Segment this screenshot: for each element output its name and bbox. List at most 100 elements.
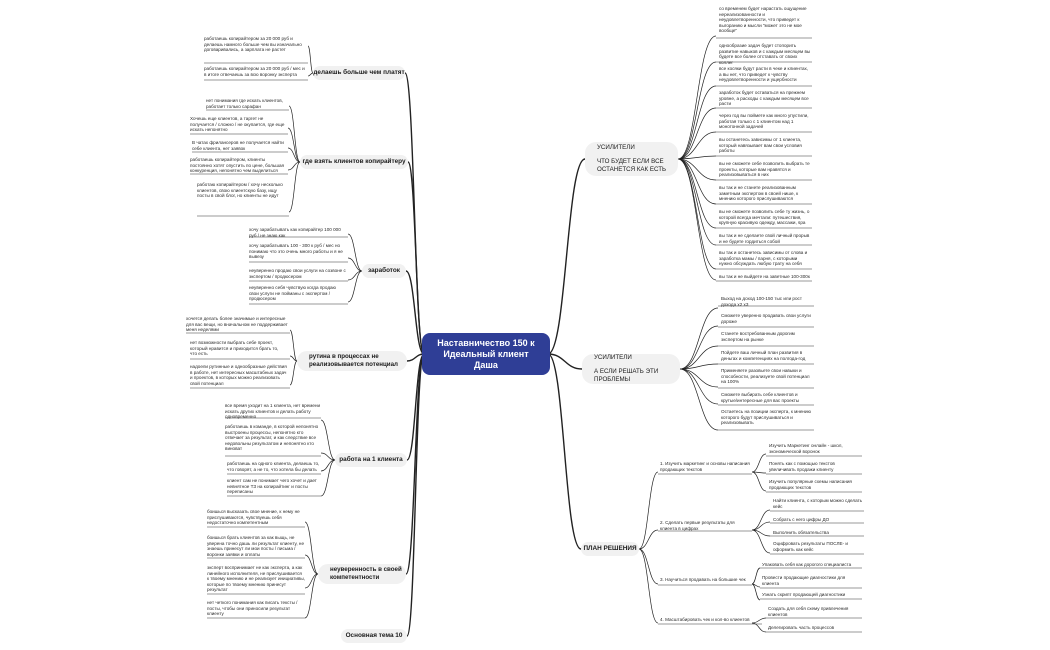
- leaf-text: однообразие задач будет стопорить развит…: [719, 43, 811, 65]
- connector-line: [405, 353, 425, 575]
- leaf-text: работаешь копирайтером, клиенты постоянн…: [190, 157, 285, 174]
- leaf-text: боишься высказать свое мнение, к нему не…: [207, 509, 300, 526]
- leaf-text: Собрать с него цифры ДО: [773, 517, 830, 522]
- connector-line: [347, 233, 363, 272]
- connector-line: [677, 131, 717, 160]
- leaf-text: Сможете уверенно продавать свои услуги д…: [721, 313, 811, 324]
- connector-line: [320, 459, 336, 497]
- branch-label-line1: УСИЛИТЕЛИ: [594, 354, 632, 361]
- connector-line: [547, 353, 582, 550]
- leaf-text: Изучить Маркетинг онлайн - школ, экономи…: [769, 443, 843, 454]
- connector-line: [751, 453, 767, 473]
- connector-line: [679, 345, 719, 370]
- connector-line: [679, 325, 719, 370]
- leaf-text: вы останетесь зависимы от 1 клиента, кот…: [719, 137, 802, 154]
- branch-find-clients[interactable]: где взять клиентов копирайтеру: [300, 155, 408, 169]
- branch-amplifiers-solve[interactable]: УСИЛИТЕЛИ А ЕСЛИ РЕШАТЬ ЭТИ ПРОБЛЕМЫ: [582, 354, 680, 384]
- connector-line: [638, 471, 659, 550]
- leaf-text: все время уходит на 1 клиента, нет време…: [225, 403, 321, 420]
- connector-line: [407, 161, 425, 355]
- connector-line: [287, 161, 301, 171]
- leaf-text: неуверенно продаю свои услуги на созвоне…: [249, 268, 346, 279]
- leaf-text: через год вы поймете как много упустили,…: [719, 113, 809, 130]
- leaf-text: нет понимания где искать клиентов, работ…: [206, 98, 283, 109]
- connector-line: [289, 355, 298, 362]
- branch-overpaid[interactable]: делаешь больше чем платят: [313, 66, 405, 80]
- leaf-text: Упаковать себя как дорогого специалиста: [762, 562, 852, 567]
- connector-line: [677, 61, 717, 160]
- connector-line: [677, 158, 717, 281]
- leaf-text: вы так и не сделаете свой личный прорыв …: [719, 233, 810, 244]
- branch-routine[interactable]: рутина в процессах не реализовывается по…: [297, 351, 407, 371]
- central-topic[interactable]: Наставничество 150 к Идеальный клиент Да…: [422, 333, 550, 375]
- connector-line: [679, 307, 719, 370]
- connector-line: [677, 35, 717, 160]
- branch-competence[interactable]: неуверенность в своей компетентности: [318, 564, 406, 584]
- branch-label-line1: УСИЛИТЕЛИ: [597, 144, 635, 151]
- branch-amplifiers-stay[interactable]: УСИЛИТЕЛИ ЧТО БУДЕТ ЕСЛИ ВСЕ ОСТАНЕТСЯ К…: [585, 142, 678, 176]
- central-topic-line3: Даша: [474, 359, 498, 370]
- leaf-text: Остаетесь на позиции эксперта, к мнению …: [721, 409, 811, 426]
- leaf-text: работаешь копирайтером за 20 000 руб / м…: [204, 66, 305, 77]
- connector-line: [677, 85, 717, 160]
- leaf-text: хочу зарабатывать как копирайтер 100 000…: [249, 227, 341, 238]
- branch-label-line2: А ЕСЛИ РЕШАТЬ ЭТИ ПРОБЛЕМЫ: [594, 368, 659, 383]
- connector-line: [638, 548, 659, 624]
- leaf-text: работаешь копирайтером за 20 000 руб и д…: [204, 36, 302, 53]
- leaf-text: нет возможности выбрать себе проект, кот…: [190, 340, 279, 357]
- connector-line: [638, 529, 659, 550]
- step-label: 3. Научиться продавать на большие чек: [660, 577, 746, 582]
- leaf-text: Понять как с помощью текстов увеличивать…: [769, 461, 835, 472]
- connector-line: [320, 419, 336, 461]
- connector-line: [677, 158, 717, 246]
- connector-line: [320, 452, 336, 461]
- connector-line: [751, 617, 767, 624]
- connector-line: [751, 471, 767, 492]
- leaf-text: вы так и не выйдете на заветные 100-300к: [719, 274, 810, 279]
- connector-line: [677, 158, 717, 270]
- connector-line: [304, 573, 319, 619]
- branch-label: заработок: [368, 267, 400, 274]
- leaf-text: боишься брать клиентов за как выщь, не у…: [207, 535, 304, 557]
- branch-earnings[interactable]: заработок: [362, 264, 406, 278]
- branch-label: делаешь больше чем платят: [313, 69, 405, 76]
- connector-line: [547, 353, 583, 370]
- connector-line: [289, 360, 298, 386]
- branch-solution-plan[interactable]: ПЛАН РЕШЕНИЯ: [581, 542, 639, 556]
- branch-label: где взять клиентов копирайтеру: [302, 158, 406, 165]
- connector-line: [287, 127, 301, 163]
- central-topic-line1: Наставничество 150 к: [437, 337, 535, 348]
- connector-line: [751, 509, 771, 531]
- connector-line: [679, 363, 719, 370]
- connector-line: [406, 353, 425, 461]
- connector-line: [307, 45, 314, 74]
- leaf-text: хочу зарабатывать 100 - 300 к руб / мес …: [249, 243, 343, 260]
- leaf-text: нет четкого понимания как писать тексты …: [207, 600, 298, 617]
- leaf-text: Создать для себя схему привлечения клиен…: [768, 606, 849, 617]
- connector-line: [677, 107, 717, 160]
- leaf-text: Станете востребованным дорогим экспертом…: [721, 331, 795, 342]
- leaf-text: вы не сможете себе позволить выбрать те …: [719, 161, 810, 178]
- connector-line: [751, 567, 761, 585]
- connector-line: [679, 368, 719, 431]
- leaf-text: Хочешь еще клиентов, а таргет не получае…: [190, 116, 285, 133]
- branch-one-client[interactable]: работа на 1 клиента: [335, 453, 407, 467]
- connector-line: [406, 353, 425, 637]
- connector-line: [751, 583, 761, 601]
- branch-label: ПЛАН РЕШЕНИЯ: [583, 545, 637, 552]
- connector-line: [307, 72, 314, 77]
- connector-line: [679, 368, 719, 388]
- connector-line: [751, 521, 771, 531]
- leaf-text: В чатах фрилансеров не получается найти …: [192, 140, 284, 151]
- branch-label: рутина в процессах не реализовывается по…: [309, 353, 398, 368]
- leaf-text: Применяете разовьете свои навыки и спосо…: [721, 368, 810, 385]
- leaf-text: работаю копирайтером / хочу несколько кл…: [197, 182, 283, 199]
- leaf-text: Пойдете ваш личный план развития в деньг…: [721, 350, 806, 361]
- leaf-text: заработок будет оставаться на прежнем ур…: [719, 90, 809, 107]
- step-label: 2. Сделать первые результаты для клиента…: [660, 520, 735, 531]
- leaf-text: эксперт воспринимает не как эксперта, а …: [207, 565, 305, 593]
- branch-label: неуверенность в своей компетентности: [330, 566, 402, 581]
- connector-line: [547, 158, 586, 355]
- branch-topic-10[interactable]: Основная тема 10: [341, 629, 407, 643]
- leaf-text: Сможете выбирать себе клиентов и крутые/…: [721, 392, 800, 403]
